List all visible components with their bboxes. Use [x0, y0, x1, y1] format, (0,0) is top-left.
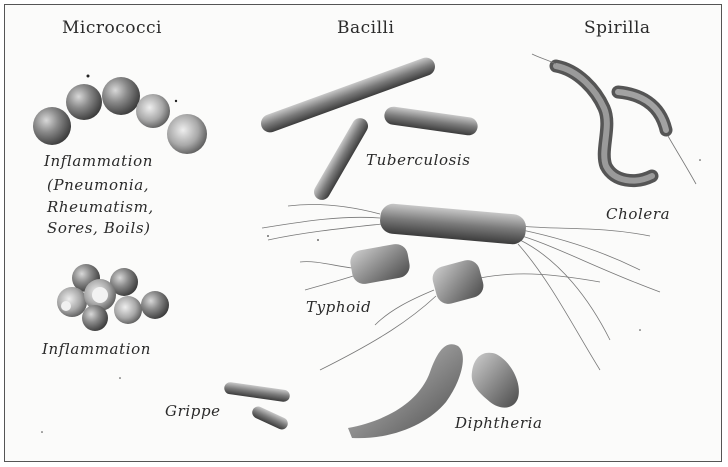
label-typhoid: Typhoid	[306, 296, 371, 318]
label-diphtheria: Diphtheria	[455, 412, 543, 434]
tuberculosis-bacilli	[258, 55, 478, 203]
label-inflammation-1: Inflammation	[44, 150, 153, 172]
label-grippe: Grippe	[165, 400, 221, 422]
label-rheumatism: Rheumatism,	[47, 196, 154, 218]
micrococci-chain	[33, 75, 207, 155]
label-inflammation-2: Inflammation	[42, 338, 151, 360]
label-cholera: Cholera	[606, 203, 670, 225]
label-tuberculosis: Tuberculosis	[366, 149, 471, 171]
header-spirilla: Spirilla	[584, 18, 651, 38]
header-micrococci: Micrococci	[62, 18, 162, 38]
label-pneumonia: (Pneumonia,	[47, 174, 149, 196]
spirilla	[532, 54, 696, 184]
grippe-bacilli	[223, 381, 290, 431]
label-sores-boils: Sores, Boils)	[47, 217, 151, 239]
micrococci-cluster	[57, 264, 169, 331]
header-bacilli: Bacilli	[337, 18, 394, 38]
